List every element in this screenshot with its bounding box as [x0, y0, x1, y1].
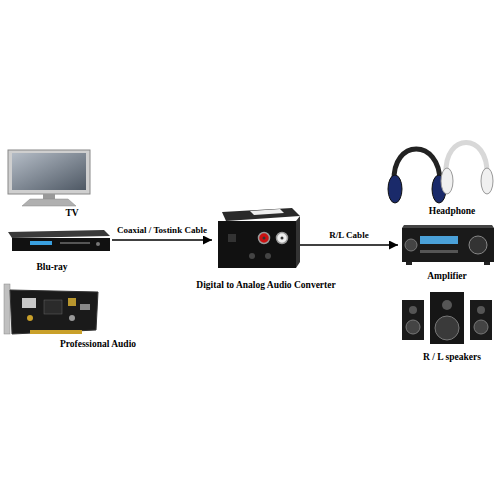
device-node: Professional Audio	[2, 282, 102, 338]
cable-arrow	[300, 244, 398, 246]
device-node: Headphone	[384, 138, 496, 204]
converter-illustration	[218, 208, 300, 268]
device-node: Amplifier	[398, 224, 496, 266]
device-label: R / L speakers	[423, 352, 481, 362]
cable-arrow	[112, 239, 212, 241]
cable-label: Coaxial / Tostink Cable	[116, 226, 208, 236]
device-node: Digital to Analog Audio Converter	[212, 205, 300, 271]
device-label: Headphone	[429, 206, 475, 216]
device-label: Digital to Analog Audio Converter	[196, 280, 335, 290]
device-node: R / L speakers	[398, 290, 494, 346]
speakers-illustration	[402, 292, 492, 344]
tv-illustration	[8, 150, 90, 206]
device-label: Amplifier	[427, 271, 467, 281]
device-node: TV	[2, 148, 98, 206]
amplifier-illustration	[402, 225, 494, 265]
headphones-illustration	[388, 143, 493, 204]
cable-label: R/L Cable	[328, 231, 369, 241]
sound-card-illustration	[4, 284, 98, 334]
device-label: TV	[65, 208, 78, 218]
bluray-illustration	[8, 230, 110, 251]
device-label: Blu-ray	[36, 262, 67, 272]
device-label: Professional Audio	[60, 339, 136, 349]
device-node: Blu-ray	[4, 226, 112, 254]
